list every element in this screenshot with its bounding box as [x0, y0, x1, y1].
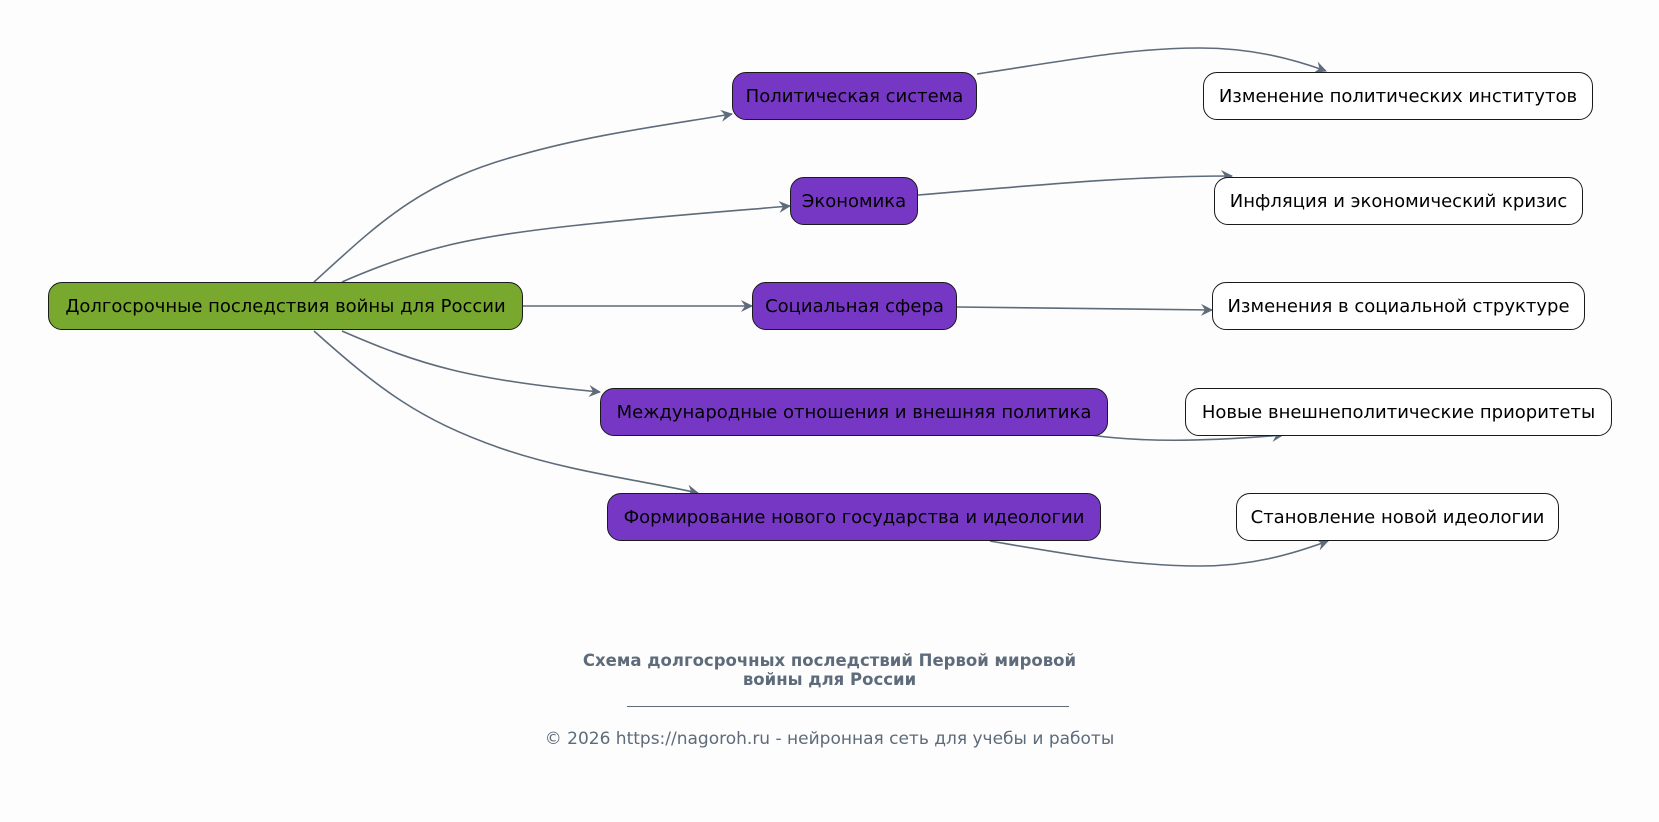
edge-c3-o3 — [956, 303, 1213, 316]
category-node-economy: Экономика — [790, 177, 918, 225]
category-node-label: Политическая система — [745, 85, 964, 107]
outcome-node-label: Изменения в социальной структуре — [1227, 295, 1570, 317]
outcome-node-label: Изменение политических институтов — [1218, 85, 1578, 107]
outcome-node-label: Становление новой идеологии — [1250, 506, 1545, 528]
diagram-title-line-2: войны для России — [742, 670, 917, 689]
edge-root-c2 — [341, 200, 791, 283]
root-node-label: Долгосрочные последствия войны для Росси… — [65, 295, 506, 317]
category-node-label: Международные отношения и внешняя полити… — [616, 401, 1092, 423]
outcome-node-social-structure: Изменения в социальной структуре — [1212, 282, 1585, 330]
outcome-node-label: Новые внешнеполитические приоритеты — [1201, 401, 1596, 423]
edge-c1-o1 — [976, 47, 1327, 75]
outcome-node-foreign-priorities: Новые внешнеполитические приоритеты — [1185, 388, 1612, 436]
category-node-international-relations: Международные отношения и внешняя полити… — [600, 388, 1108, 436]
category-node-label: Формирование нового государства и идеоло… — [623, 506, 1085, 528]
title-underline — [627, 706, 1069, 707]
root-node: Долгосрочные последствия войны для Росси… — [48, 282, 523, 330]
category-node-label: Экономика — [801, 190, 907, 212]
category-node-political-system: Политическая система — [732, 72, 977, 120]
outcome-node-political-institutions: Изменение политических институтов — [1203, 72, 1593, 120]
outcome-node-label: Инфляция и экономический кризис — [1229, 190, 1568, 212]
outcome-node-new-ideology: Становление новой идеологии — [1236, 493, 1559, 541]
category-node-social-sphere: Социальная сфера — [752, 282, 957, 330]
edge-c2-o2 — [917, 170, 1233, 196]
category-node-new-state-ideology: Формирование нового государства и идеоло… — [607, 493, 1101, 541]
diagram-title-line-1: Схема долгосрочных последствий Первой ми… — [582, 651, 1077, 670]
edge-root-c4 — [341, 330, 601, 397]
edge-c5-o5 — [989, 539, 1329, 567]
edge-root-c1 — [313, 109, 733, 283]
diagram-title: Схема долгосрочных последствий Первой ми… — [0, 651, 1659, 689]
category-node-label: Социальная сфера — [765, 295, 944, 317]
edge-c4-o4 — [1089, 429, 1284, 442]
edge-root-c5 — [313, 330, 699, 497]
outcome-node-inflation-crisis: Инфляция и экономический кризис — [1214, 177, 1583, 225]
copyright-footer: © 2026 https://nagoroh.ru - нейронная се… — [544, 729, 1115, 749]
